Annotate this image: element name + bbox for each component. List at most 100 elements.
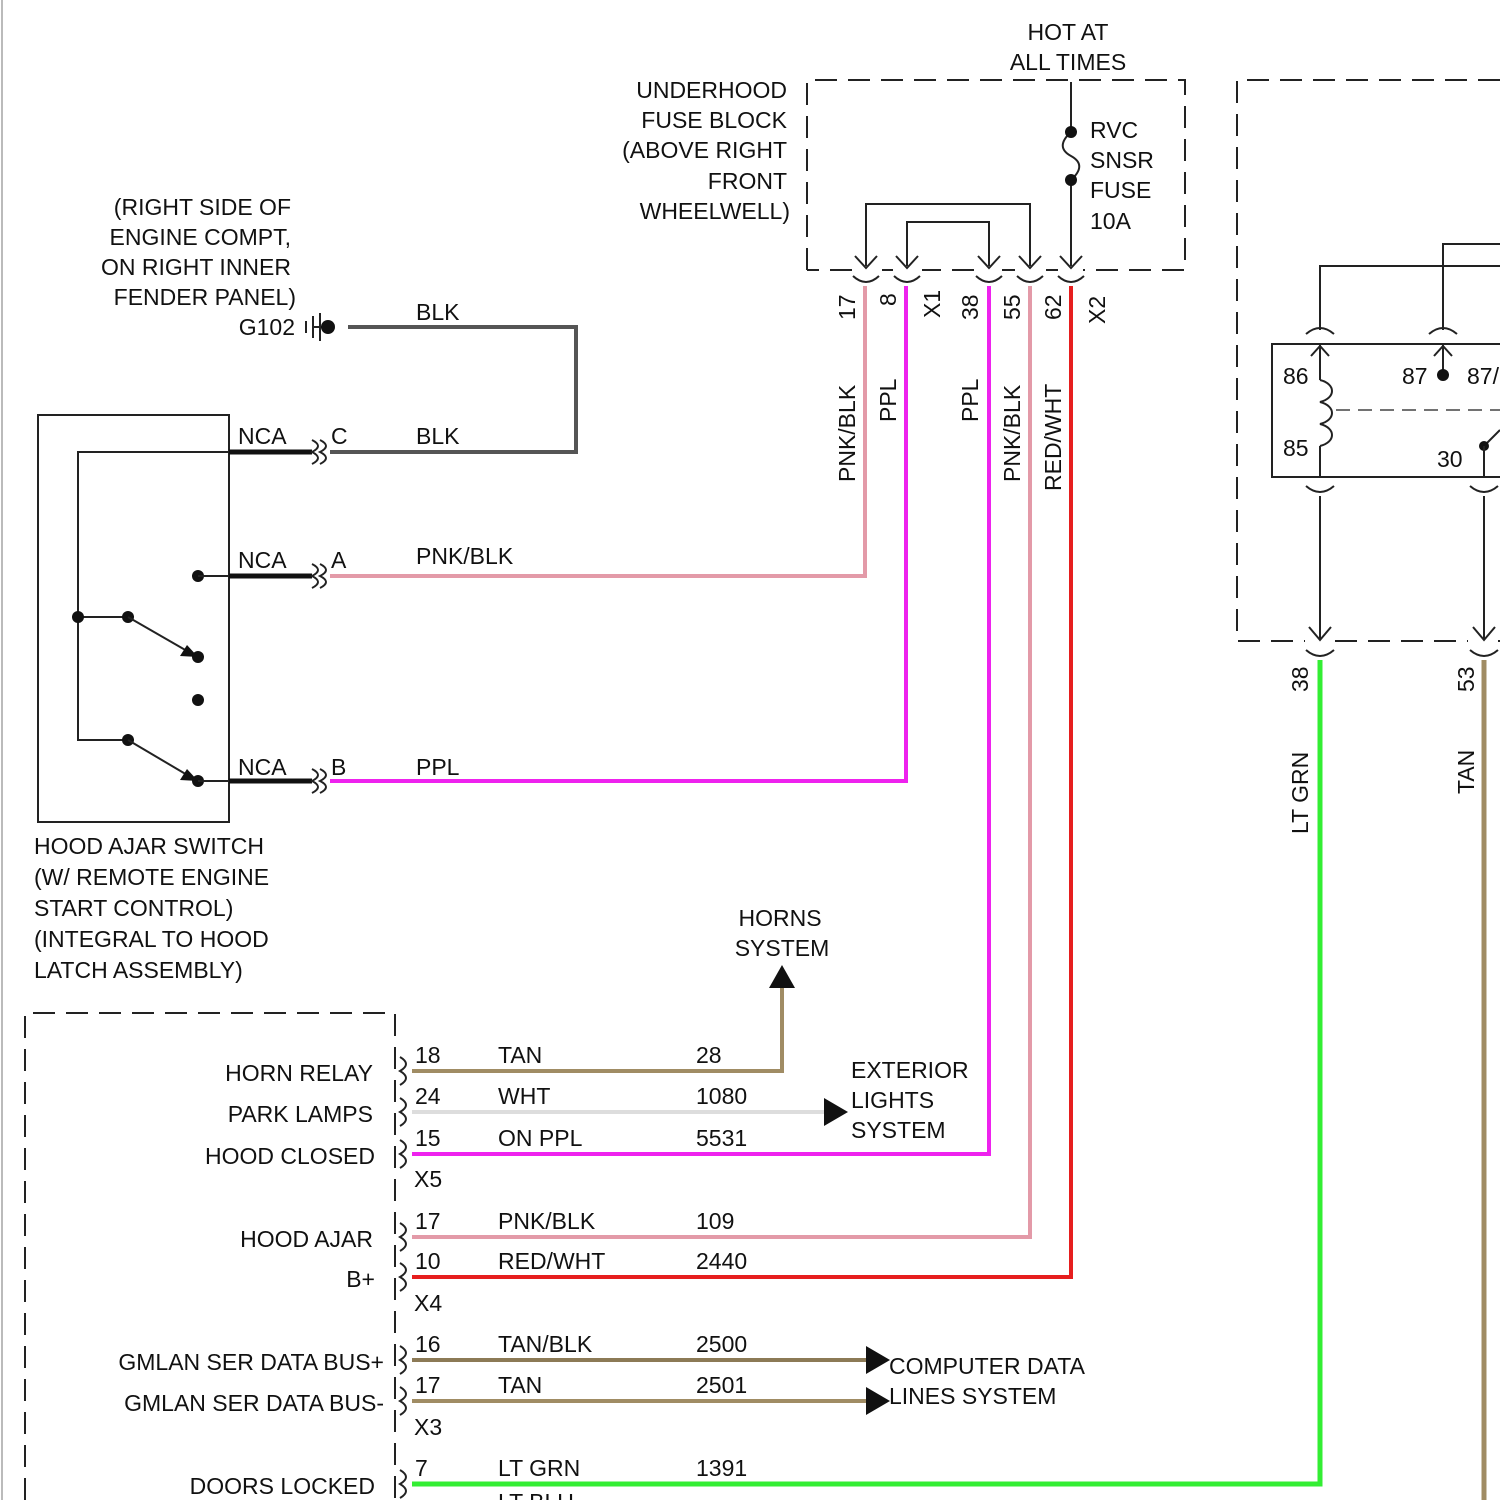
connector-cup	[400, 1223, 406, 1251]
pin-number: 18	[415, 1042, 441, 1068]
up-arrow-icon	[769, 965, 795, 988]
svg-text:86: 86	[1283, 363, 1309, 389]
ground-dot	[321, 320, 335, 334]
wire-color-label: RED/WHT	[498, 1248, 605, 1274]
pin-62: 62	[1040, 294, 1066, 320]
circuit-number: 1080	[696, 1083, 747, 1109]
pin-number: 17	[415, 1208, 441, 1234]
pin-number: 10	[415, 1248, 441, 1274]
svg-text:A: A	[331, 547, 347, 573]
terminal-cup	[894, 276, 920, 282]
svg-text:LINES SYSTEM: LINES SYSTEM	[889, 1383, 1056, 1409]
circuit-number: 2500	[696, 1331, 747, 1357]
pin-55: 55	[999, 294, 1025, 320]
connector-cup	[400, 1140, 406, 1168]
svg-text:START CONTROL): START CONTROL)	[34, 895, 233, 921]
pin-number: 17	[415, 1372, 441, 1398]
svg-text:SNSR: SNSR	[1090, 147, 1154, 173]
connector-x5: X5	[414, 1166, 442, 1192]
signal-label: DOORS LOCKED	[190, 1473, 375, 1499]
pin-number: 7	[415, 1455, 428, 1481]
svg-text:LATCH ASSEMBLY): LATCH ASSEMBLY)	[34, 957, 243, 983]
bcm-module	[25, 1013, 395, 1500]
module-row: PARK LAMPS 24 WHT 1080	[228, 1083, 747, 1127]
svg-text:PPL: PPL	[957, 378, 983, 422]
signal-label: HOOD CLOSED	[205, 1143, 375, 1169]
svg-text:NCA: NCA	[238, 423, 287, 449]
svg-text:BLK: BLK	[416, 299, 460, 325]
wire-color-label: ON PPL	[498, 1125, 583, 1151]
wire-color-label: TAN/BLK	[498, 1331, 593, 1357]
wire-ppl-38	[412, 286, 989, 1154]
svg-text:PNK/BLK: PNK/BLK	[834, 384, 860, 482]
signal-label: B+	[346, 1266, 375, 1292]
svg-text:UNDERHOOD: UNDERHOOD	[636, 77, 787, 103]
fuse-terminal-dot	[1065, 174, 1077, 186]
svg-text:LIGHTS: LIGHTS	[851, 1087, 934, 1113]
circuit-number: 2440	[696, 1248, 747, 1274]
pin-38: 38	[957, 294, 983, 320]
svg-text:ENGINE COMPT,: ENGINE COMPT,	[110, 224, 291, 250]
switch-label: HOOD AJAR SWITCH (W/ REMOTE ENGINE START…	[34, 833, 269, 983]
svg-text:85: 85	[1283, 435, 1309, 461]
circuit-number: 109	[696, 1208, 734, 1234]
terminal-cup	[1058, 276, 1084, 282]
pin-number: 16	[415, 1331, 441, 1357]
svg-text:FENDER PANEL): FENDER PANEL)	[114, 284, 296, 310]
wire-color-label: WHT	[498, 1083, 550, 1109]
wire-pnk-blk-a	[330, 286, 865, 576]
svg-text:PPL: PPL	[875, 378, 901, 422]
connector-cup	[400, 1387, 406, 1415]
svg-text:87: 87	[1402, 363, 1428, 389]
wires-top	[330, 286, 1484, 1500]
module-row: HOOD AJAR 17 PNK/BLK 109	[240, 1208, 734, 1252]
signal-label: GMLAN SER DATA BUS+	[118, 1349, 384, 1375]
signal-label: HOOD AJAR	[240, 1226, 373, 1252]
fuse-block-pin-numbers: 17 8 X1 38 55 62 X2	[834, 290, 1110, 324]
fuse-block-label: UNDERHOOD FUSE BLOCK (ABOVE RIGHT FRONT …	[622, 77, 790, 224]
svg-text:FUSE BLOCK: FUSE BLOCK	[641, 107, 787, 133]
pin-number: 24	[415, 1083, 441, 1109]
svg-text:PPL: PPL	[416, 754, 460, 780]
svg-text:PNK/BLK: PNK/BLK	[416, 543, 514, 569]
hot-at-all-times-label: HOT AT ALL TIMES	[1010, 19, 1126, 75]
pin-number: 15	[415, 1125, 441, 1151]
relay-out-labels: 38 53 LT GRN TAN	[1287, 666, 1479, 834]
svg-text:FUSE: FUSE	[1090, 177, 1151, 203]
svg-text:ALL TIMES: ALL TIMES	[1010, 49, 1126, 75]
svg-text:COMPUTER DATA: COMPUTER DATA	[889, 1353, 1086, 1379]
connector-x3: X3	[414, 1414, 442, 1440]
rvc-snsr-fuse-label: RVC SNSR FUSE 10A	[1090, 117, 1154, 234]
module-row: DOORS LOCKED 7 LT GRN 1391	[190, 1455, 748, 1499]
signal-label: PARK LAMPS	[228, 1101, 373, 1127]
connector-cup	[400, 1346, 406, 1374]
next-wire-color: LT BLU	[498, 1489, 574, 1500]
circuit-number: 1391	[696, 1455, 747, 1481]
svg-text:NCA: NCA	[238, 547, 287, 573]
wire-color-label: LT GRN	[498, 1455, 580, 1481]
ground-g102: (RIGHT SIDE OF ENGINE COMPT, ON RIGHT IN…	[101, 194, 335, 341]
wire-ppl-b	[330, 286, 906, 781]
right-arrow-icon	[866, 1346, 890, 1374]
connector-cup	[400, 1263, 406, 1291]
svg-text:38: 38	[1287, 666, 1313, 692]
right-arrow-icon	[866, 1387, 890, 1415]
horns-system-destination: HORNS SYSTEM	[412, 905, 829, 1071]
switch-terminal-labels: NCA C NCA A NCA B	[238, 423, 348, 780]
svg-text:EXTERIOR: EXTERIOR	[851, 1057, 969, 1083]
svg-text:B: B	[331, 754, 346, 780]
wire-color-label: PNK/BLK	[498, 1208, 596, 1234]
connector-cup	[400, 1470, 406, 1498]
svg-text:(RIGHT SIDE OF: (RIGHT SIDE OF	[114, 194, 291, 220]
relay-pin-labels: 86 87 87/ 85 30	[1283, 363, 1500, 472]
svg-text:10A: 10A	[1090, 208, 1132, 234]
svg-text:HORNS: HORNS	[738, 905, 821, 931]
terminal-cup	[1017, 276, 1043, 282]
svg-text:WHEELWELL): WHEELWELL)	[640, 198, 790, 224]
ground-id: G102	[239, 314, 295, 340]
connector-cup	[400, 1057, 406, 1085]
svg-text:PNK/BLK: PNK/BLK	[999, 384, 1025, 482]
